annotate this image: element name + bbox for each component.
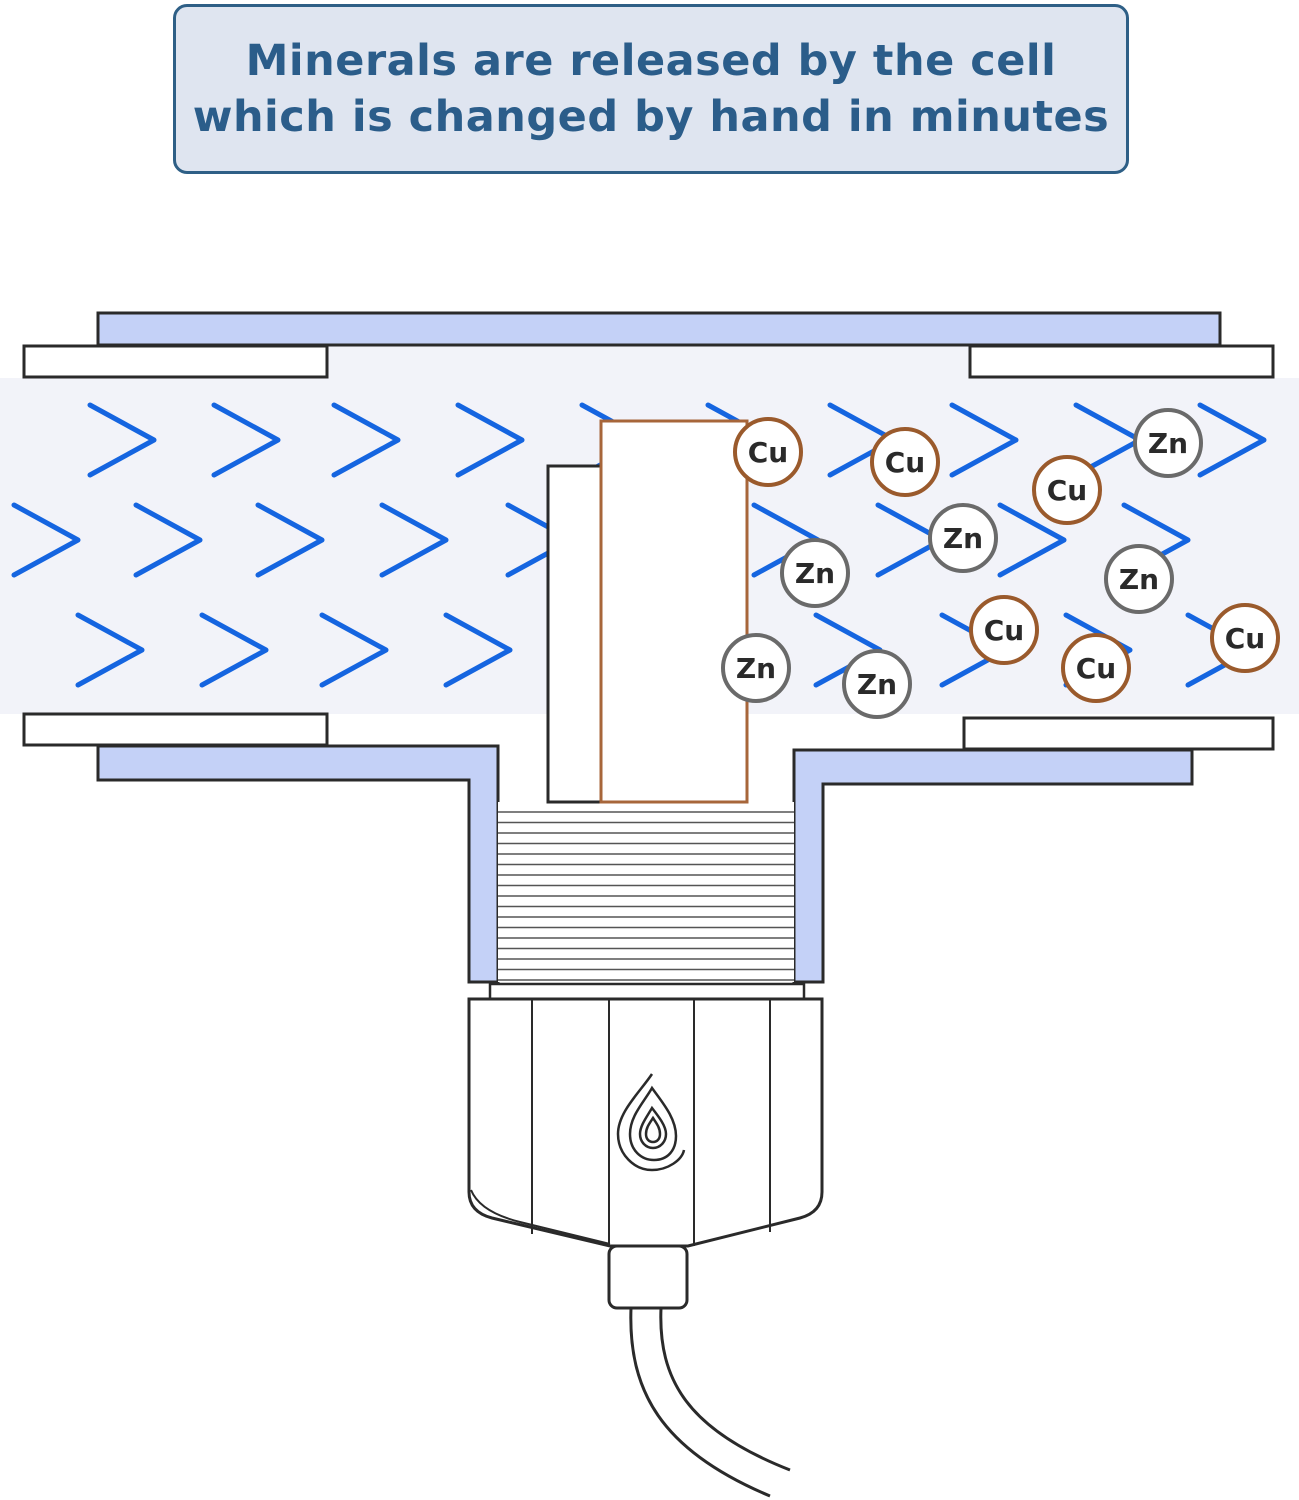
flow-arrow-icon — [133, 502, 203, 578]
ion-ring — [733, 417, 803, 487]
ion-label: Cu — [984, 614, 1024, 647]
pipe-top-wall — [96, 311, 1222, 347]
ion-label: Cu — [885, 446, 925, 479]
ion-label: Cu — [748, 436, 788, 469]
copper-ion: Cu — [1210, 603, 1280, 673]
copper-ion: Cu — [1061, 633, 1131, 703]
power-cable-edge — [659, 1307, 791, 1472]
zinc-ion: Zn — [721, 633, 791, 703]
ion-label: Zn — [1119, 563, 1159, 596]
ion-label: Zn — [943, 522, 983, 555]
cap-bottom-curve — [470, 1189, 611, 1245]
pipe-flange-top-left — [22, 344, 329, 379]
ion-ring — [842, 649, 912, 719]
pipe-flange-bottom-right — [962, 716, 1275, 751]
ion-ring — [1210, 603, 1280, 673]
flow-arrow-icon — [379, 502, 449, 578]
zinc-ion: Zn — [928, 503, 998, 573]
flow-arrow-icon — [255, 502, 325, 578]
power-cable — [629, 1307, 771, 1498]
pipe-bottom-wall-left — [96, 744, 500, 984]
ion-ring — [870, 427, 940, 497]
pipe-inner-fill — [327, 345, 969, 385]
ion-ring — [928, 503, 998, 573]
pipe-flange-top-right — [968, 344, 1275, 379]
cable-gland — [607, 1244, 689, 1310]
flow-arrow-icon — [997, 502, 1067, 578]
flow-arrow-icon — [199, 612, 269, 688]
copper-ion: Cu — [870, 427, 940, 497]
ion-ring — [969, 595, 1039, 665]
copper-ion: Cu — [969, 595, 1039, 665]
ion-ring — [1104, 544, 1174, 614]
pipe-bottom-wall-right — [792, 748, 1194, 984]
caption-line-1: Minerals are released by the cell — [245, 36, 1057, 86]
flow-arrow-icon — [75, 612, 145, 688]
flow-arrow-icon — [1197, 402, 1267, 478]
flow-arrow-icon — [319, 612, 389, 688]
cell-cap — [467, 997, 824, 1248]
flow-arrow-icon — [443, 612, 513, 688]
ion-label: Zn — [795, 557, 835, 590]
flow-arrow-icon — [455, 402, 525, 478]
zinc-ion: Zn — [1104, 544, 1174, 614]
pipe-flange-bottom-left — [22, 712, 329, 747]
zinc-electrode — [546, 464, 605, 804]
threaded-section — [498, 802, 794, 982]
flow-arrow-icon — [11, 502, 81, 578]
ion-label: Cu — [1076, 652, 1116, 685]
zinc-ion: Zn — [780, 538, 850, 608]
zinc-ion: Zn — [842, 649, 912, 719]
copper-electrode — [599, 419, 749, 804]
water-drop-logo-icon — [616, 1073, 686, 1172]
caption-box: Minerals are released by the cell which … — [173, 4, 1129, 174]
flow-arrow-icon — [331, 402, 401, 478]
ion-ring — [721, 633, 791, 703]
ion-label: Zn — [736, 652, 776, 685]
flow-arrow-icon — [87, 402, 157, 478]
caption-line-2: which is changed by hand in minutes — [192, 92, 1110, 142]
copper-ion: Cu — [733, 417, 803, 487]
ion-ring — [1133, 408, 1203, 478]
ion-ring — [780, 538, 850, 608]
ion-label: Zn — [1148, 427, 1188, 460]
copper-ion: Cu — [1032, 455, 1102, 525]
ion-label: Cu — [1225, 622, 1265, 655]
ion-ring — [1061, 633, 1131, 703]
flow-arrow-icon — [211, 402, 281, 478]
ion-ring — [1032, 455, 1102, 525]
ion-label: Zn — [857, 668, 897, 701]
thread-lines — [498, 811, 794, 981]
ion-label: Cu — [1047, 474, 1087, 507]
zinc-ion: Zn — [1133, 408, 1203, 478]
flow-arrow-icon — [949, 402, 1019, 478]
